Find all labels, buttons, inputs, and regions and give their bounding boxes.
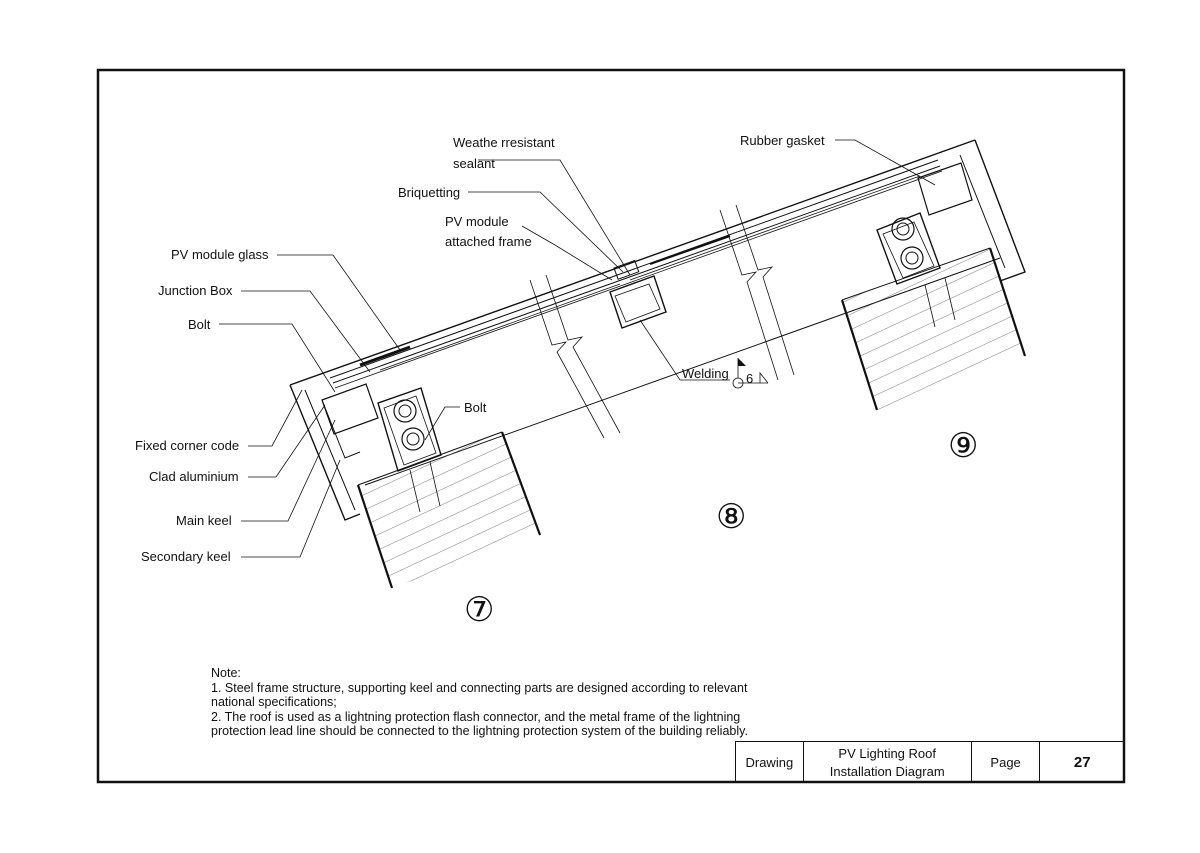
concrete-support-right [840, 247, 1027, 411]
label-fixed-corner-code: Fixed corner code [135, 438, 239, 453]
label-junction-box: Junction Box [158, 283, 233, 298]
detail-marker-8: ⑧ [716, 497, 746, 537]
concrete-support-left [356, 431, 542, 589]
label-secondary-keel: Secondary keel [141, 549, 231, 564]
detail-marker-7: ⑦ [464, 590, 494, 630]
drawing-title-line-2: Installation Diagram [829, 763, 945, 779]
note-title: Note: [211, 666, 241, 680]
drawing-title-line-1: PV Lighting Roof [838, 745, 936, 761]
title-block-drawing-label: Drawing [736, 742, 804, 783]
label-pv-module-glass: PV module glass [171, 247, 269, 262]
label-clad-aluminium: Clad aluminium [149, 469, 239, 484]
welding-symbol [732, 358, 769, 389]
label-bolt-mid: Bolt [464, 400, 487, 415]
title-block-page-number: 27 [1040, 742, 1125, 783]
note-line-2: 2. The roof is used as a lightning prote… [211, 709, 748, 739]
label-weather-sealant-1: Weathe rresistant [453, 135, 555, 150]
notes-block: Note: 1. Steel frame structure, supporti… [211, 666, 751, 739]
title-block-page-label: Page [972, 742, 1041, 783]
label-main-keel: Main keel [176, 513, 232, 528]
label-bolt-left: Bolt [188, 317, 211, 332]
label-briquetting: Briquetting [398, 185, 460, 200]
drawing-border [96, 68, 1126, 784]
detail-marker-9: ⑨ [948, 426, 978, 466]
label-weather-sealant-2: sealant [453, 156, 495, 171]
label-weld-size: 6 [746, 371, 753, 386]
label-pv-frame-1: PV module [445, 214, 509, 229]
label-welding: Welding [682, 366, 729, 381]
leader-lines [219, 139, 936, 558]
title-block-drawing-title: PV Lighting Roof Installation Diagram [804, 742, 972, 783]
title-block: Drawing PV Lighting Roof Installation Di… [735, 741, 1125, 783]
label-rubber-gasket: Rubber gasket [740, 133, 825, 148]
label-pv-frame-2: attached frame [445, 234, 532, 249]
note-line-1: 1. Steel frame structure, supporting kee… [211, 680, 748, 710]
